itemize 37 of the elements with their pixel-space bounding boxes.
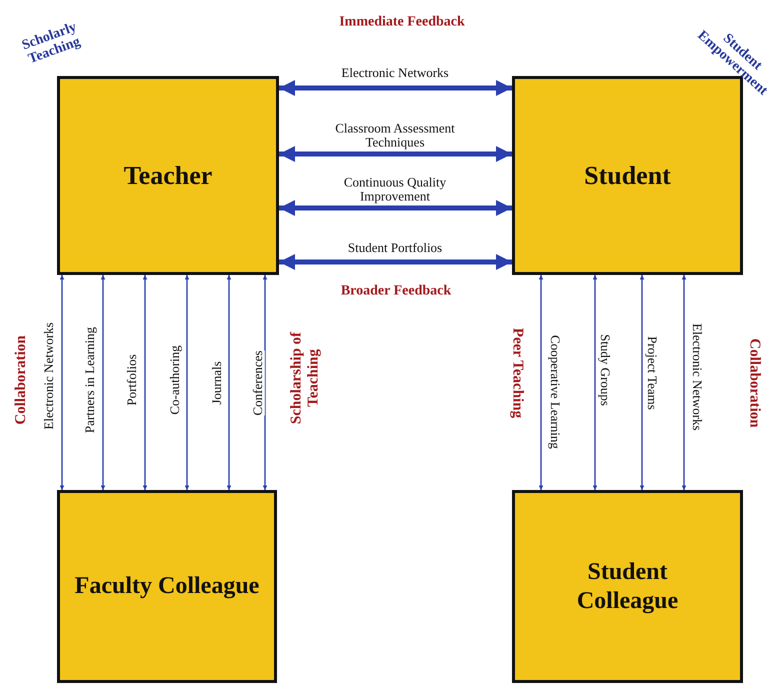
annotation-label: Broader Feedback xyxy=(340,283,452,299)
node-label: Student Colleague xyxy=(576,558,680,616)
double-arrow xyxy=(682,275,686,490)
double-arrow xyxy=(184,275,190,490)
double-arrow xyxy=(279,146,512,162)
node-label: Teacher xyxy=(124,160,212,192)
edge-label: Electronic Networks xyxy=(42,322,56,430)
square-box xyxy=(57,490,277,683)
double-arrow xyxy=(100,275,106,490)
double-arrow xyxy=(279,80,512,96)
double-arrow xyxy=(640,275,644,490)
double-arrow xyxy=(279,254,512,270)
edge-label: Cooperative Learning xyxy=(548,335,562,449)
annotation-label: Peer Teaching xyxy=(508,328,526,418)
double-arrow xyxy=(279,200,512,216)
edge-label: Partners in Learning xyxy=(82,326,98,434)
double-arrow xyxy=(592,275,598,490)
annotation-label: Collaboration xyxy=(746,338,762,428)
node-label: Student xyxy=(584,160,671,192)
square-box xyxy=(57,76,279,275)
edge-label: Co-authoring xyxy=(168,345,182,415)
annotation-label: Scholarship of Teaching xyxy=(288,330,322,426)
double-arrow xyxy=(538,275,544,490)
double-arrow xyxy=(142,275,148,490)
annotation-label: Collaboration xyxy=(12,335,30,425)
node-label: Faculty Colleague xyxy=(74,572,260,601)
edge-label: Portfolios xyxy=(124,354,140,406)
annotation-label: Immediate Feedback xyxy=(338,14,466,30)
double-arrow xyxy=(262,275,268,490)
edge-label: Study Groups xyxy=(598,334,612,406)
square-box xyxy=(512,490,743,683)
double-arrow xyxy=(60,275,64,490)
double-arrow xyxy=(226,275,232,490)
edge-label: Journals xyxy=(210,361,224,405)
edge-label: Electronic Networks xyxy=(690,323,704,431)
edge-label: Project Teams xyxy=(644,336,660,410)
edge-label: Conferences xyxy=(250,350,266,416)
